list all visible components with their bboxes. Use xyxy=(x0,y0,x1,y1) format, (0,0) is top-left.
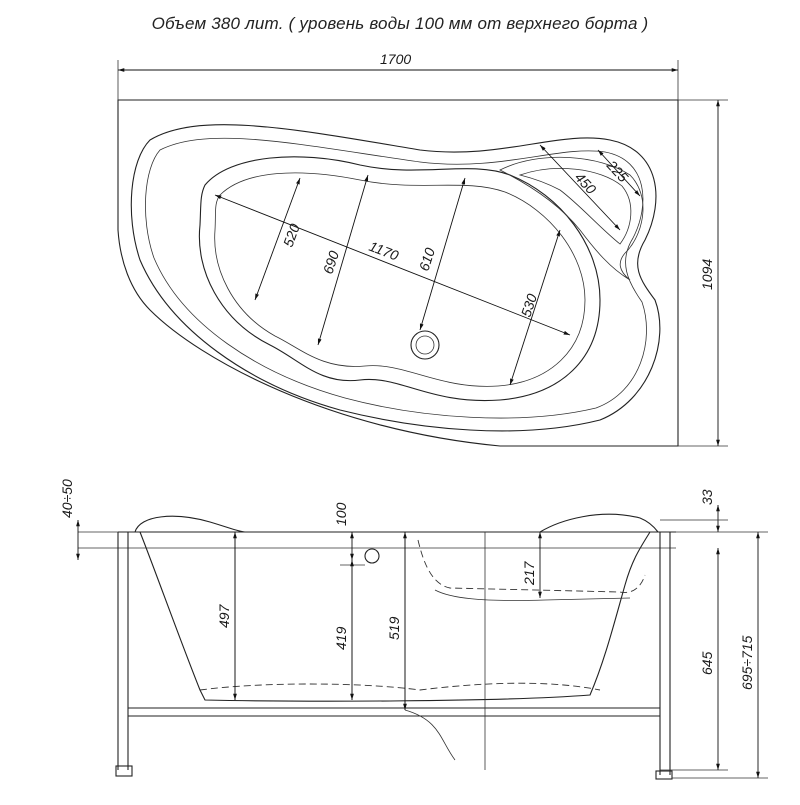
label-497: 497 xyxy=(216,603,232,628)
side-siphon xyxy=(404,709,456,761)
label-695-715: 695÷715 xyxy=(739,635,755,690)
side-view: 40÷50 100 33 217 497 419 519 645 xyxy=(59,479,768,780)
dim-line-520 xyxy=(254,177,301,301)
label-419: 419 xyxy=(333,626,349,650)
label-450: 450 xyxy=(572,169,600,197)
top-basin-inner xyxy=(214,172,586,387)
top-view: 1700 1094 1170 520 690 610 530 450 xyxy=(117,51,728,447)
label-1700: 1700 xyxy=(380,51,411,67)
side-seat-line xyxy=(434,589,631,601)
label-100: 100 xyxy=(333,502,349,526)
side-headrest-right xyxy=(539,513,659,533)
overflow-icon xyxy=(364,548,380,564)
top-rim-contour xyxy=(130,124,661,432)
label-519: 519 xyxy=(386,616,402,640)
dim-line-530 xyxy=(509,229,561,386)
drain-inner xyxy=(415,335,435,355)
drain-outer xyxy=(410,330,440,360)
side-headrest-left xyxy=(134,515,246,533)
dim-line-225 xyxy=(597,149,641,197)
label-33: 33 xyxy=(699,489,715,505)
label-645: 645 xyxy=(699,651,715,675)
dim-line-450 xyxy=(539,144,621,231)
label-40-50: 40÷50 xyxy=(59,479,75,518)
label-520: 520 xyxy=(280,221,303,249)
side-frame xyxy=(117,532,671,775)
label-217: 217 xyxy=(521,560,537,586)
top-outer-outline xyxy=(117,99,679,447)
label-1170: 1170 xyxy=(367,238,401,264)
label-530: 530 xyxy=(518,292,541,319)
label-1094: 1094 xyxy=(699,259,715,290)
side-shell xyxy=(139,531,651,702)
label-690: 690 xyxy=(320,249,343,276)
dim-line-690 xyxy=(317,174,369,346)
dim-line-610 xyxy=(419,177,466,331)
side-foot-right xyxy=(655,770,673,780)
label-610: 610 xyxy=(416,246,439,273)
side-seat-step xyxy=(417,539,646,593)
drawing-title: Объем 380 лит. ( уровень воды 100 мм от … xyxy=(151,14,649,33)
top-rim-contour-2 xyxy=(145,137,647,419)
side-foot-left xyxy=(115,765,133,777)
side-shell-dashed xyxy=(199,682,601,691)
